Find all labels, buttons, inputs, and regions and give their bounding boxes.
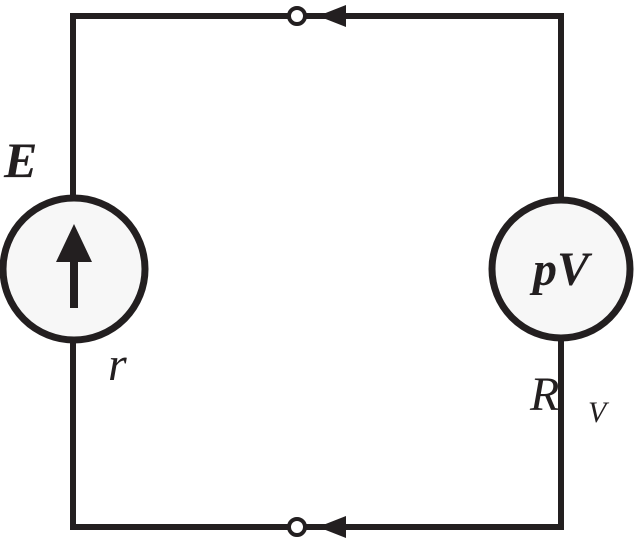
- left-arrow-icon: [318, 5, 346, 27]
- internal-resistance-label: r: [108, 338, 127, 391]
- wires: [70, 13, 564, 530]
- left-arrow-icon: [318, 516, 346, 538]
- voltmeter-resistance-main: R: [529, 368, 559, 421]
- emf-source: [0, 194, 149, 344]
- voltmeter-symbol-label: pV: [529, 243, 593, 296]
- up-arrow-icon: [56, 224, 92, 308]
- emf-label: E: [3, 132, 37, 188]
- terminal-bottom: [287, 517, 307, 537]
- voltmeter-circle: [488, 196, 634, 342]
- voltmeter-resistance-subscript: V: [588, 396, 610, 429]
- voltmeter: pV: [488, 196, 634, 342]
- voltmeter-resistance-label: R V: [529, 368, 610, 429]
- terminal-top: [287, 6, 307, 26]
